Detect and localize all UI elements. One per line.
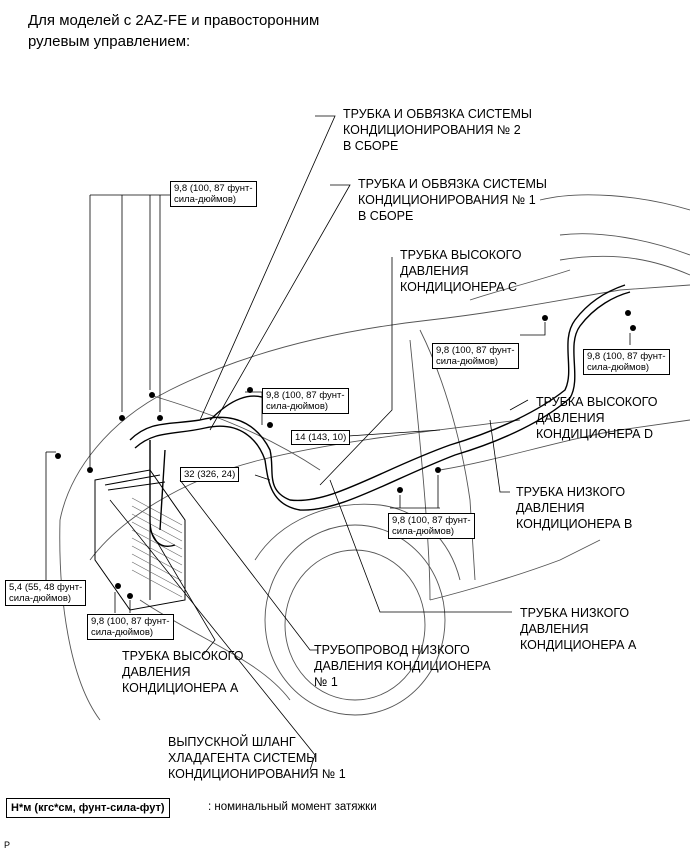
torque-box-5-4: 5,4 (55, 48 фунт- сила-дюймов): [5, 580, 87, 606]
torque-box-mid-left: 9,8 (100, 87 фунт- сила-дюймов): [262, 388, 349, 414]
label-hp-tube-a: ТРУБКА ВЫСОКОГО ДАВЛЕНИЯ КОНДИЦИОНЕРА А: [122, 649, 244, 695]
car-body-outline: [59, 194, 690, 721]
label-lp-tube-a: ТРУБКА НИЗКОГО ДАВЛЕНИЯ КОНДИЦИОНЕРА А: [520, 606, 637, 652]
label-hp-tube-d: ТРУБКА ВЫСОКОГО ДАВЛЕНИЯ КОНДИЦИОНЕРА D: [536, 395, 658, 441]
torque-box-top: 9,8 (100, 87 фунт- сила-дюймов): [170, 181, 257, 207]
page-title: Для моделей с 2AZ-FE и правосторонним ру…: [28, 12, 320, 50]
torque-box-32: 32 (326, 24): [180, 467, 240, 482]
torque-box-bottom-left: 9,8 (100, 87 фунт- сила-дюймов): [87, 614, 174, 640]
leader-lines: [45, 115, 631, 771]
torque-box-lower: 9,8 (100, 87 фунт- сила-дюймов): [388, 513, 475, 539]
torque-box-14: 14 (143, 10): [291, 430, 351, 445]
condenser: [94, 469, 186, 611]
label-tube-assy-2: ТРУБКА И ОБВЯЗКА СИСТЕМЫ КОНДИЦИОНИРОВАН…: [343, 107, 532, 153]
label-lp-pipe-1: ТРУБОПРОВОД НИЗКОГО ДАВЛЕНИЯ КОНДИЦИОНЕР…: [314, 643, 491, 689]
bolts: [55, 310, 636, 599]
label-tube-assy-1: ТРУБКА И ОБВЯЗКА СИСТЕМЫ КОНДИЦИОНИРОВАН…: [358, 177, 547, 223]
legend-units-box: Н*м (кгс*см, фунт-сила-фут): [6, 798, 170, 818]
label-discharge-hose: ВЫПУСКНОЙ ШЛАНГ ХЛАДАГЕНТА СИСТЕМЫ КОНДИ…: [168, 735, 346, 781]
label-lp-tube-b: ТРУБКА НИЗКОГО ДАВЛЕНИЯ КОНДИЦИОНЕРА В: [516, 485, 633, 531]
label-hp-tube-c: ТРУБКА ВЫСОКОГО ДАВЛЕНИЯ КОНДИЦИОНЕРА С: [400, 248, 522, 294]
torque-box-right-a: 9,8 (100, 87 фунт- сила-дюймов): [432, 343, 519, 369]
legend-description: : номинальный момент затяжки: [208, 801, 377, 813]
torque-box-right-b: 9,8 (100, 87 фунт- сила-дюймов): [583, 349, 670, 375]
footer-mark: P: [4, 840, 11, 850]
